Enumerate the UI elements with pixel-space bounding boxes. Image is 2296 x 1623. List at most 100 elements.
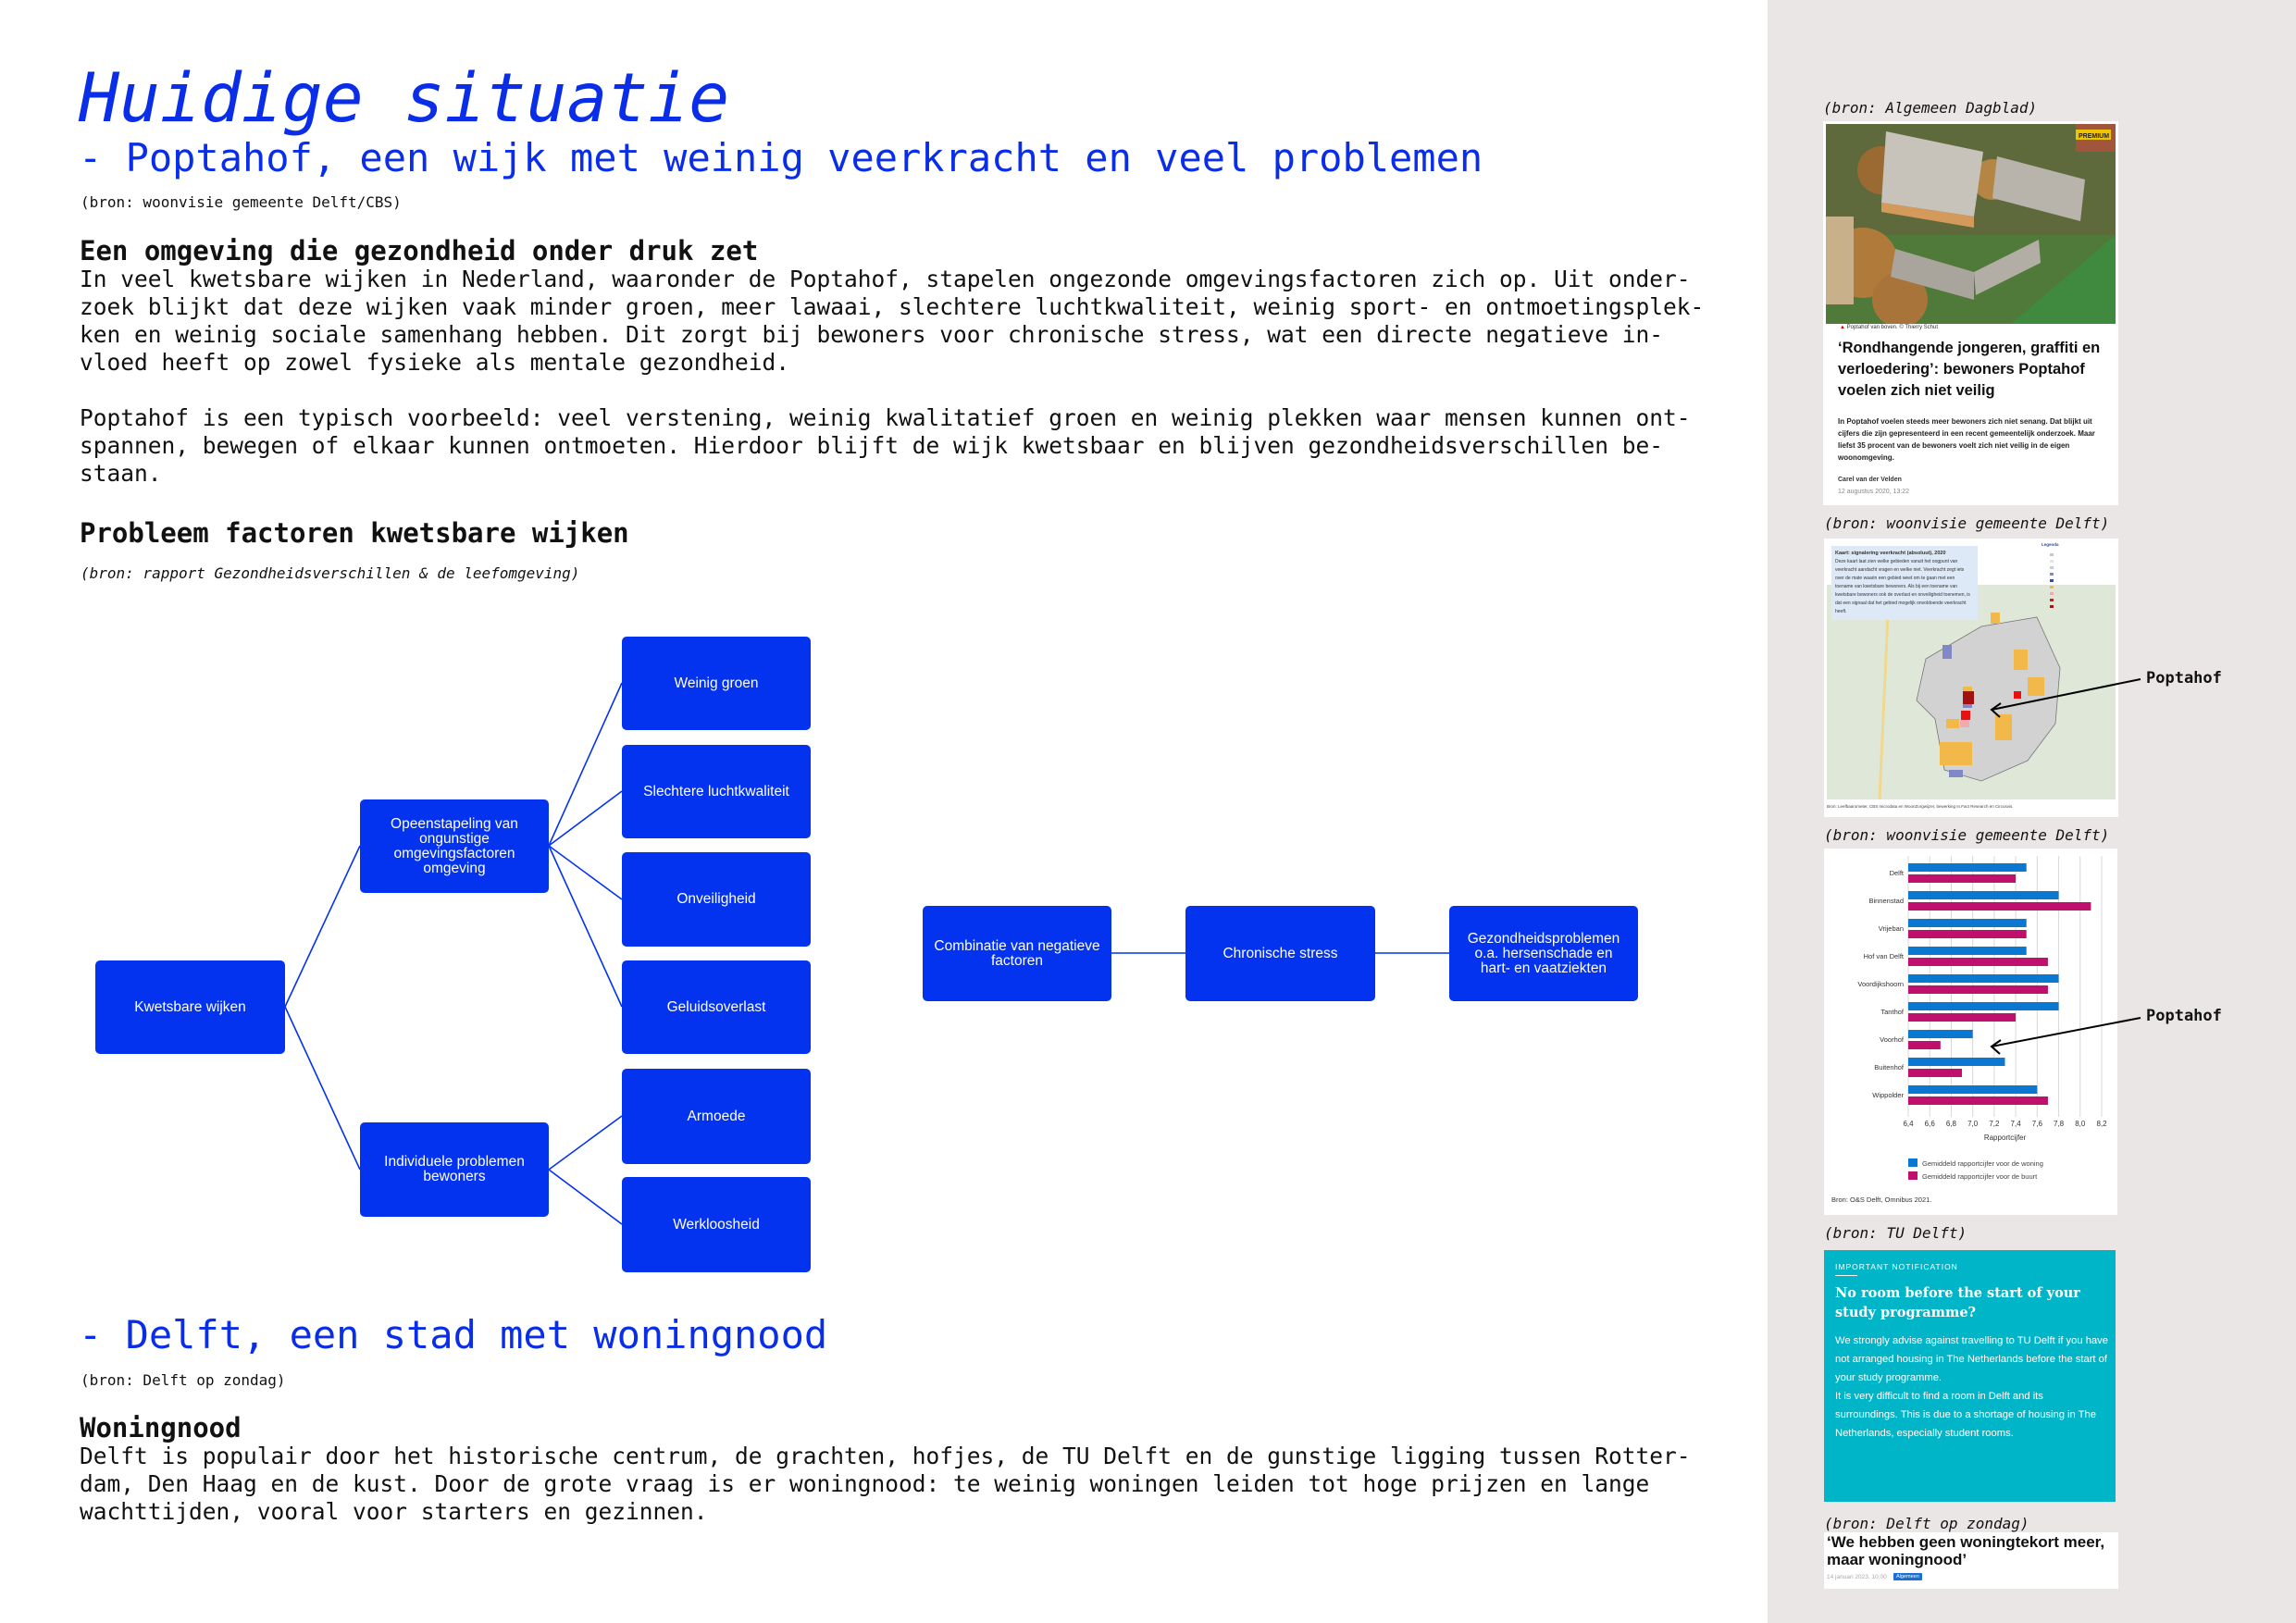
annotation-poptahof-map: Poptahof [2146,669,2222,688]
notification-label: IMPORTANT NOTIFICATION [1835,1262,1958,1271]
legend-swatch [1908,1158,1917,1167]
section-heading-health: Een omgeving die gezondheid onder druk z… [80,235,759,266]
source-note-map: (bron: woonvisie gemeente Delft) [1824,514,2110,532]
diagram-connectors [284,682,1449,1225]
bar-buurt [1908,1069,1963,1077]
source-note-ad: (bron: Algemeen Dagblad) [1823,99,2038,117]
node-combinatie: Combinatie van negatieve factoren [923,906,1111,1001]
resilience-map: Kaart: signalering veerkracht (absoluut)… [1824,539,2118,817]
bar-woning [1908,974,2059,983]
divider [1835,1275,1857,1276]
map-legend-title: Legenda [2042,542,2059,547]
premium-badge-text: PREMIUM [2079,133,2109,140]
paragraph-health-2: Poptahof is een typisch voorbeeld: veel … [80,404,1691,488]
connector-line [284,845,361,1008]
bar-woning [1908,1030,1973,1038]
notification-body: We strongly advise against travelling to… [1835,1332,2108,1443]
category-label: Voorhof [1880,1035,1905,1044]
category-label: Wippolder [1872,1091,1904,1099]
x-tick-label: 7,4 [2011,1120,2022,1128]
article-lead: In Poptahof voelen steeds meer bewoners … [1838,417,2095,462]
bar-woning [1908,863,2027,872]
map-description: Kaart: signalering veerkracht (absoluut)… [1831,546,1978,620]
node-individuele-problemen: Individuele problemen bewoners [360,1122,549,1217]
annotation-poptahof-chart: Poptahof [2146,1007,2222,1025]
source-note-tu: (bron: TU Delft) [1824,1224,1967,1242]
connector-line [548,1115,623,1171]
map-source: Bron: Leefbaarometer, CBS microdata en W… [1827,804,2014,809]
node-omgevingsfactoren: Opeenstapeling van ongunstige omgevingsf… [360,799,549,893]
paragraph-woningnood: Delft is populair door het historische c… [80,1443,1691,1526]
bar-woning [1908,919,2027,927]
x-tick-label: 7,6 [2032,1120,2043,1128]
text-line: staan. [80,460,162,487]
connector-line [548,682,623,847]
section-title-delft: - Delft, een stad met woningnood [79,1312,828,1357]
x-tick-label: 6,8 [1946,1120,1957,1128]
aerial-photo: PREMIUM [1826,124,2116,324]
connector-line [548,1169,623,1225]
node-gezondheidsproblemen: Gezondheidsproblemen o.a. hersenschade e… [1449,906,1638,1001]
article-author: Carel van der Velden [1838,477,1902,483]
photo-caption: ▲ Poptahof van boven. © Thierry Schut [1840,325,1938,330]
bar-woning [1908,1058,2005,1066]
text-line: In veel kwetsbare wijken in Nederland, w… [80,266,1691,292]
article-date: 12 augustus 2020, 13:22 [1838,489,1910,495]
category-label: Binnenstad [1868,897,1904,905]
text-line: Delft is populair door het historische c… [80,1443,1691,1469]
section-heading-woningnood: Woningnood [80,1412,242,1443]
category-tag: Algemeen [1893,1573,1922,1580]
connector-line [548,845,623,1008]
paragraph-health-1: In veel kwetsbare wijken in Nederland, w… [80,266,1704,377]
triangle-icon: ▲ [1840,325,1845,330]
map-title: Kaart: signalering veerkracht (absoluut)… [1835,551,1946,556]
x-tick-label: 8,0 [2075,1120,2086,1128]
page-subtitle: - Poptahof, een wijk met weinig veerkrac… [79,135,1483,180]
text-line: dam, Den Haag en de kust. Door de grote … [80,1470,1650,1497]
article-headline: ‘Rondhangende jongeren, graffiti en verl… [1838,340,2101,399]
news-article-dz: ‘We hebben geen woningtekort meer, maar … [1824,1532,2118,1589]
notification-text: It is very difficult to find a room in D… [1835,1391,2096,1439]
bar-woning [1908,1085,2038,1094]
category-label: Delft [1890,869,1905,877]
article-date: 14 januari 2023, 10:00 [1827,1574,1887,1580]
x-axis-label: Rapportcijfer [1984,1134,2027,1142]
legend-label: Gemiddeld rapportcijfer voor de buurt [1922,1172,2038,1181]
x-tick-label: 7,0 [1967,1120,1979,1128]
bar-buurt [1908,874,2017,883]
bar-buurt [1908,902,2091,911]
source-note-dz: (bron: Delft op zondag) [1824,1515,2029,1532]
page-title: Huidige situatie [79,59,730,138]
node-kwetsbare-wijken: Kwetsbare wijken [95,960,285,1054]
bar-buurt [1908,1041,1941,1049]
notification-text: We strongly advise against travelling to… [1835,1335,2108,1383]
legend-label: Gemiddeld rapportcijfer voor de woning [1922,1159,2043,1168]
node-werkloosheid: Werkloosheid [622,1177,811,1272]
node-geluidsoverlast: Geluidsoverlast [622,960,811,1054]
news-article-ad: PREMIUM ▲ Poptahof van boven. © Thierry … [1823,121,2118,505]
connector-line [284,1006,361,1171]
bar-buurt [1908,985,2048,994]
category-label: Hof van Delft [1864,952,1905,960]
text-line: zoek blijkt dat deze wijken vaak minder … [80,293,1705,320]
bar-buurt [1908,930,2027,938]
x-tick-label: 7,8 [2054,1120,2065,1128]
bar-woning [1908,947,2027,955]
map-graphic [1827,553,2116,800]
category-label: Tanthof [1880,1008,1905,1016]
node-onveiligheid: Onveiligheid [622,852,811,947]
node-chronische-stress: Chronische stress [1185,906,1375,1001]
connector-line [548,845,623,900]
category-label: Buitenhof [1874,1063,1905,1072]
source-note: (bron: woonvisie gemeente Delft/CBS) [81,193,402,211]
x-tick-label: 6,6 [1925,1120,1936,1128]
x-tick-label: 8,2 [2096,1120,2107,1128]
bar-buurt [1908,958,2048,966]
map-description-text: Deze kaart laat zien welke gebieden vanu… [1835,559,1970,614]
map-legend-swatches [2050,553,2054,608]
x-tick-label: 6,4 [1903,1120,1914,1128]
notification-heading: No room before the start of your study p… [1835,1285,2080,1320]
chart-footnote: Bron: O&S Delft, Omnibus 2021. [1831,1196,1931,1204]
